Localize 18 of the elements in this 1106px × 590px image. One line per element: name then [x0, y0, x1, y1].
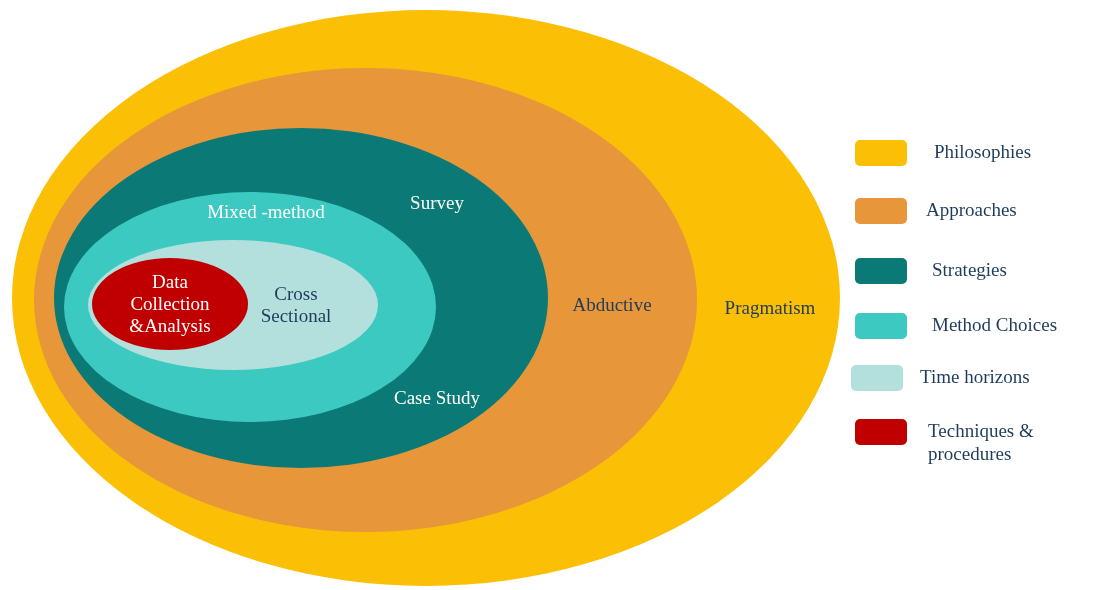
layer-label: Case Study — [394, 387, 480, 409]
legend-label: Time horizons — [920, 366, 1030, 389]
strategy-ellipse — [54, 128, 548, 468]
layer-label: Abductive — [572, 294, 652, 316]
layer-label: Cross Sectional — [259, 283, 333, 327]
legend-label: Techniques & procedures — [928, 420, 1035, 466]
approach-ellipse — [34, 68, 697, 532]
layer-label: Mixed -method — [207, 201, 325, 223]
legend-label: Strategies — [932, 259, 1007, 282]
technique-ellipse — [92, 258, 248, 350]
layer-label: Data Collection &Analysis — [128, 271, 212, 337]
legend-label: Method Choices — [932, 314, 1058, 337]
philosophy-ellipse — [12, 10, 840, 586]
layer-label: Pragmatism — [724, 297, 816, 319]
legend-label: Philosophies — [934, 141, 1032, 164]
legend-label: Approaches — [926, 199, 1017, 222]
time-horizon-ellipse — [88, 240, 378, 370]
layer-label: Survey — [410, 192, 464, 214]
